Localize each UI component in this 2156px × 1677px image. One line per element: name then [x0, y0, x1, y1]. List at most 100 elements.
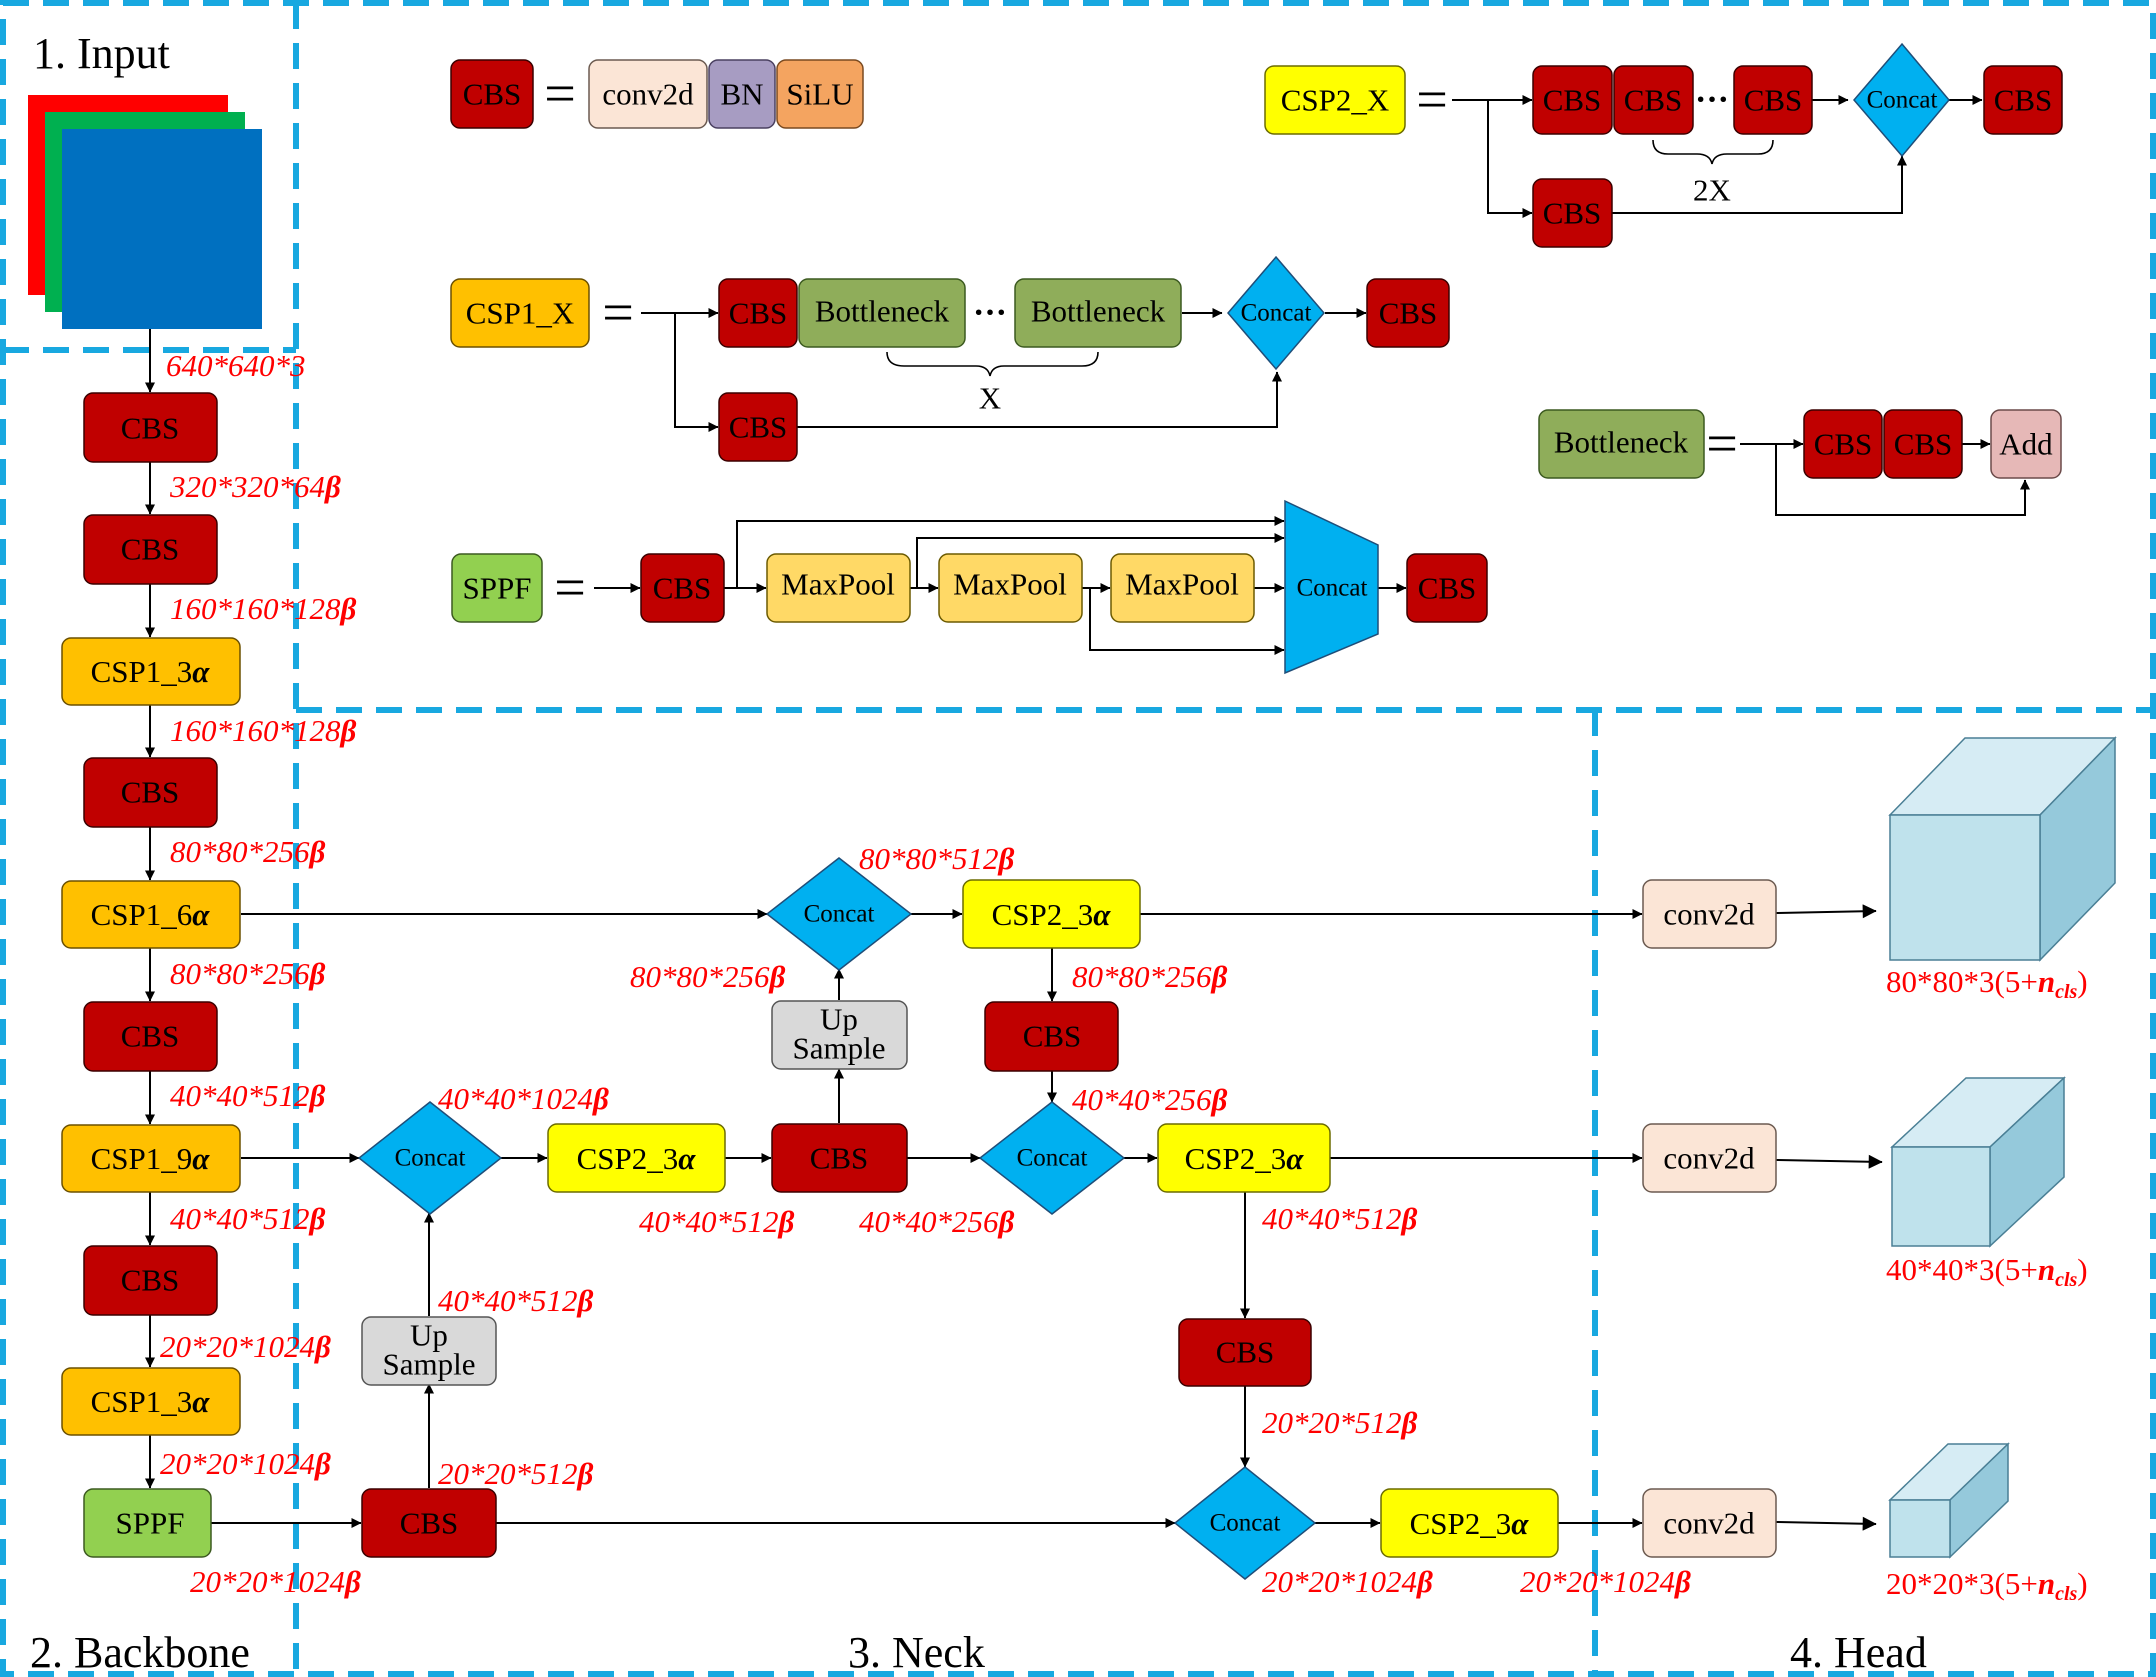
arrow-conv2d-p4-to-output — [1775, 1154, 1883, 1169]
output-shape-p5: 20*20*3(5+ncls) — [1886, 1566, 2088, 1605]
legend-sppf-maxpool-3-label: MaxPool — [1125, 567, 1239, 602]
legend-csp2-cbs-1-label: CBS — [1543, 83, 1602, 118]
head-conv2d-p5 — [1642, 1488, 1777, 1558]
legend-csp2-ellipsis: ··· — [1695, 82, 1729, 119]
arrow-conv2d-p5-to-output — [1775, 1516, 1877, 1531]
legend-csp1-repeat-brace — [886, 351, 1099, 377]
neck-cbs-down-1-label: CBS — [1023, 1019, 1082, 1054]
legend-silu-box — [776, 59, 864, 129]
head-conv2d-p4 — [1642, 1123, 1777, 1193]
dim-label-neck-cbs-out: 20*20*512β — [438, 1456, 594, 1491]
dim-label-concat2-out: 80*80*512β — [859, 841, 1015, 876]
neck-cbs-down-1 — [984, 1001, 1119, 1072]
legend-csp1-repeat-label: X — [979, 381, 1001, 416]
legend-csp1-x-box — [450, 278, 590, 348]
neck-upsample-2-up: Up — [820, 1002, 858, 1037]
legend-sppf-concat — [1284, 499, 1379, 675]
backbone-sppf-label: SPPF — [116, 1506, 185, 1541]
legend-sppf-cbs-in — [640, 553, 725, 623]
legend-csp2-concat — [1853, 42, 1950, 158]
legend-bottleneck-box — [1538, 409, 1705, 479]
legend-sppf-skip-maxpool2 — [1089, 588, 1285, 655]
legend-bottleneck-add-label: Add — [1999, 427, 2053, 462]
neck-concat-1 — [357, 1101, 503, 1215]
legend-csp1-concat — [1227, 255, 1325, 371]
neck-upsample-2-sample: Sample — [793, 1031, 886, 1066]
legend-bottleneck-label: Bottleneck — [1554, 425, 1689, 460]
legend-csp2-cbs-branch — [1532, 178, 1613, 248]
legend-csp2-cbs-2 — [1613, 65, 1694, 135]
output-shape-p3: 80*80*3(5+ncls) — [1886, 964, 2088, 1003]
head-blocks: conv2d conv2d conv2d 80*80*3(5+ncls) 40*… — [1642, 736, 2117, 1605]
backbone-csp1-9-label: CSP1_9α — [91, 1141, 211, 1176]
legend-csp1-bottleneck-1 — [798, 278, 966, 348]
head-conv2d-p4-label: conv2d — [1663, 1141, 1755, 1176]
legend-csp1-branch-to-concat — [797, 371, 1282, 428]
legend-sppf-maxpool-3 — [1110, 553, 1255, 623]
legend-csp1-cbs-branch-label: CBS — [729, 410, 788, 445]
backbone-sppf — [83, 1488, 212, 1558]
connectors — [145, 95, 2030, 1531]
dim-label-csp1-3a-out: 160*160*128β — [170, 713, 357, 748]
legend-cbs: CBS = conv2d BN SiLU — [450, 59, 864, 129]
dim-label-cbs3-out: 80*80*256β — [170, 834, 326, 869]
neck-concat-4 — [1173, 1466, 1317, 1580]
output-shape-p4: 40*40*3(5+ncls) — [1886, 1252, 2088, 1291]
legend-sppf-maxpool-2-label: MaxPool — [953, 567, 1067, 602]
legend-sppf-box — [451, 553, 543, 623]
neck-csp2-3-c-label: CSP2_3α — [1185, 1141, 1305, 1176]
dim-label-csp1-6-out: 80*80*256β — [170, 956, 326, 991]
neck-csp2-3-a — [547, 1123, 726, 1193]
legend-bottleneck-cbs-1-label: CBS — [1814, 427, 1873, 462]
neck-csp2-3-b-label: CSP2_3α — [992, 897, 1112, 932]
output-cube-p3-front — [1889, 814, 2041, 961]
dim-label-cbs-mid-out: 40*40*256β — [859, 1204, 1015, 1239]
neck-cbs-down-2 — [1178, 1318, 1312, 1387]
neck-concat-2 — [765, 857, 913, 971]
neck-cbs-bottom-label: CBS — [400, 1506, 459, 1541]
output-cube-p5-front — [1889, 1499, 1951, 1558]
legend-bottleneck-cbs-1 — [1803, 409, 1883, 479]
backbone-cbs-4 — [83, 1001, 218, 1072]
neck-upsample-2 — [771, 1000, 908, 1070]
legend-csp2-x-equals: = — [1416, 69, 1448, 131]
output-cube-p3 — [1888, 736, 2117, 962]
neck-cbs-middle — [771, 1123, 908, 1193]
backbone-csp1-6-label: CSP1_6α — [91, 897, 211, 932]
region-title-neck: 3. Neck — [848, 1628, 985, 1677]
legend-csp1-cbs-branch — [718, 392, 798, 462]
legend-cbs-label: CBS — [463, 77, 522, 112]
legend-sppf-maxpool-1 — [766, 553, 911, 623]
legend-bn-box — [708, 59, 776, 129]
legend-sppf-skip-cbs — [736, 516, 1285, 588]
neck-concat-2-label: Concat — [804, 901, 875, 928]
neck-csp2-3-d — [1380, 1488, 1559, 1558]
input-image-stack — [28, 95, 262, 329]
backbone-csp1-6 — [61, 880, 241, 949]
legend-csp1-x: CSP1_X = CBS Bottleneck ··· Bottleneck X… — [450, 255, 1450, 462]
backbone-cbs-2 — [83, 514, 218, 585]
dim-label-cbs1-out: 320*320*64β — [169, 469, 341, 504]
legend-csp1-concat-label: Concat — [1241, 300, 1312, 327]
legend-csp2-cbs-3 — [1733, 65, 1813, 135]
legend-bottleneck-cbs-2 — [1883, 409, 1963, 479]
neck-concat-3-label: Concat — [1017, 1145, 1088, 1172]
backbone-csp1-9 — [61, 1124, 241, 1193]
legend-csp1-bottleneck-2-label: Bottleneck — [1031, 294, 1166, 329]
backbone-cbs-1 — [83, 392, 218, 463]
dim-label-csp2-a-out: 40*40*512β — [639, 1204, 795, 1239]
neck-csp2-3-a-label: CSP2_3α — [577, 1141, 697, 1176]
legend-bottleneck-add — [1990, 409, 2062, 479]
head-conv2d-p5-label: conv2d — [1663, 1506, 1755, 1541]
region-title-head: 4. Head — [1790, 1628, 1927, 1677]
output-cube-p4 — [1890, 1076, 2066, 1248]
output-cube-p5 — [1888, 1442, 2010, 1559]
legend-csp1-cbs-out-label: CBS — [1379, 296, 1438, 331]
head-conv2d-p3-label: conv2d — [1663, 897, 1755, 932]
region-title-input: 1. Input — [33, 29, 170, 78]
legend-sppf-cbs-in-label: CBS — [653, 571, 712, 606]
neck-concat-3 — [978, 1101, 1126, 1215]
dim-label-csp2-b-out: 80*80*256β — [1072, 959, 1228, 994]
